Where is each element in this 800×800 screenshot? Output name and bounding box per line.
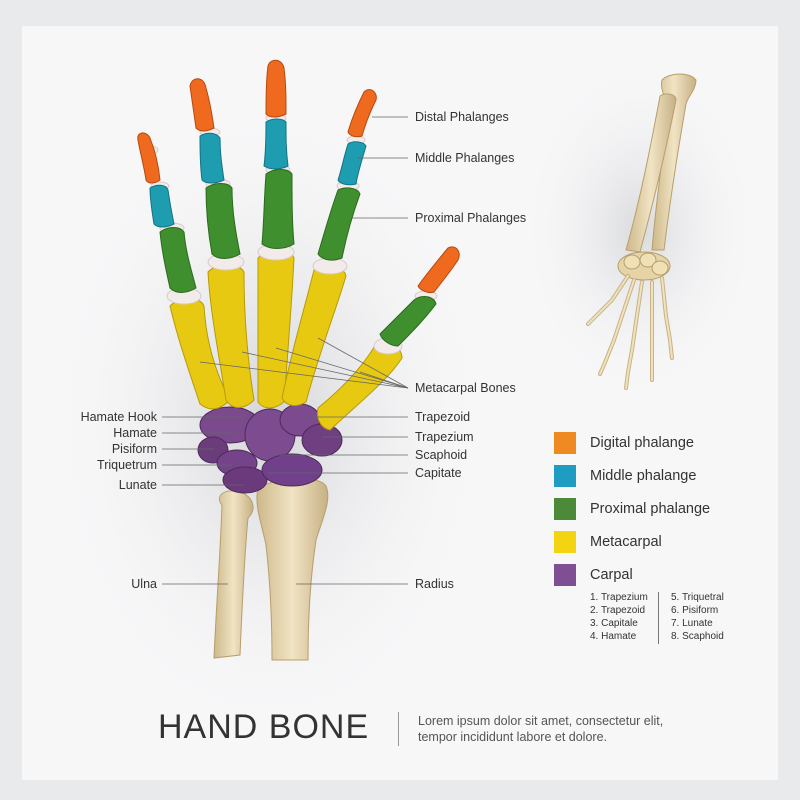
distal-phalanges — [137, 59, 460, 293]
label-ulna: Ulna — [131, 577, 157, 591]
proximal-phalanx-3 — [261, 169, 295, 249]
distal-phalanx-4 — [189, 78, 215, 132]
carpal-list-divider — [658, 592, 659, 644]
carpal-lunate — [222, 466, 268, 494]
distal-phalanx-3 — [265, 59, 287, 118]
carpal-list-item: 5. Triquetral — [671, 592, 724, 603]
legend-item-middle: Middle phalange — [554, 465, 774, 487]
description-text: Lorem ipsum dolor sit amet, consectetur … — [418, 714, 664, 744]
middle-phalanges — [149, 118, 367, 228]
label-lunate: Lunate — [118, 478, 157, 492]
label-hamate-hook: Hamate Hook — [80, 410, 157, 424]
carpal-list-item: 7. Lunate — [671, 618, 713, 629]
distal-phalanx-5 — [137, 132, 161, 184]
proximal-phalanges — [159, 169, 437, 347]
middle-phalanx-5 — [149, 184, 175, 228]
legend-item-digital: Digital phalange — [554, 432, 774, 454]
label-proximal-phalanges: Proximal Phalanges — [415, 211, 527, 225]
metacarpal-bones — [169, 250, 403, 431]
legend-label: Digital phalange — [590, 435, 694, 451]
carpal-trapezium — [301, 423, 343, 457]
proximal-phalanx-4 — [205, 183, 241, 259]
metacarpal-1 — [317, 341, 403, 431]
forearm-bones — [213, 478, 329, 661]
title-divider — [398, 712, 399, 746]
distal-phalanx-2 — [347, 89, 377, 138]
label-middle-phalanges: Middle Phalanges — [415, 151, 515, 165]
legend-swatch — [554, 531, 576, 553]
middle-phalanx-2 — [337, 141, 367, 186]
label-pisiform: Pisiform — [111, 442, 157, 456]
legend-label: Middle phalange — [590, 468, 697, 484]
proximal-phalanx-5 — [159, 227, 197, 293]
carpal-scaphoid — [261, 453, 323, 487]
metacarpal-2 — [281, 265, 347, 406]
label-metacarpal-bones: Metacarpal Bones — [415, 381, 516, 395]
middle-phalanx-3 — [263, 118, 289, 170]
proximal-phalanx-1 — [379, 296, 437, 347]
legend-label: Proximal phalange — [590, 501, 711, 517]
legend-label: Metacarpal — [590, 534, 662, 550]
legend-item-proximal: Proximal phalange — [554, 498, 774, 520]
label-hamate: Hamate — [113, 426, 157, 440]
legend-item-carpal: Carpal — [554, 564, 774, 586]
carpal-list-item: 3. Capitale — [590, 618, 638, 629]
carpal-list-right: 5. Triquetral 6. Pisiform 7. Lunate 8. S… — [671, 591, 724, 643]
carpal-list-item: 2. Trapezoid — [590, 605, 646, 616]
legend-item-metacarpal: Metacarpal — [554, 531, 774, 553]
middle-phalanx-4 — [199, 132, 225, 184]
carpal-list-item: 6. Pisiform — [671, 605, 719, 616]
carpal-list-item: 4. Hamate — [590, 631, 637, 642]
label-trapezium: Trapezium — [415, 430, 474, 444]
label-capitate: Capitate — [415, 466, 462, 480]
label-trapezoid: Trapezoid — [415, 410, 471, 424]
legend-swatch — [554, 498, 576, 520]
carpal-list-item: 1. Trapezium — [590, 592, 648, 603]
label-radius: Radius — [415, 577, 454, 591]
label-triquetrum: Triquetrum — [97, 458, 157, 472]
label-distal-phalanges: Distal Phalanges — [415, 110, 509, 124]
legend-swatch — [554, 432, 576, 454]
proximal-phalanx-2 — [317, 187, 361, 261]
forearm-hand-small — [586, 73, 697, 390]
metacarpal-4 — [207, 264, 255, 408]
legend-swatch — [554, 465, 576, 487]
page-title: HAND BONE — [158, 708, 370, 746]
label-scaphoid: Scaphoid — [415, 448, 468, 462]
distal-phalanx-1 — [417, 246, 460, 293]
legend-swatch — [554, 564, 576, 586]
leader-lines — [162, 116, 409, 585]
legend-label: Carpal — [590, 567, 633, 583]
carpal-bones — [197, 403, 343, 494]
carpal-list-left: 1. Trapezium 2. Trapezoid 3. Capitale 4.… — [590, 591, 648, 643]
carpal-list-item: 8. Scaphoid — [671, 631, 724, 642]
small-radius — [625, 93, 677, 253]
radius-bone — [256, 478, 329, 661]
